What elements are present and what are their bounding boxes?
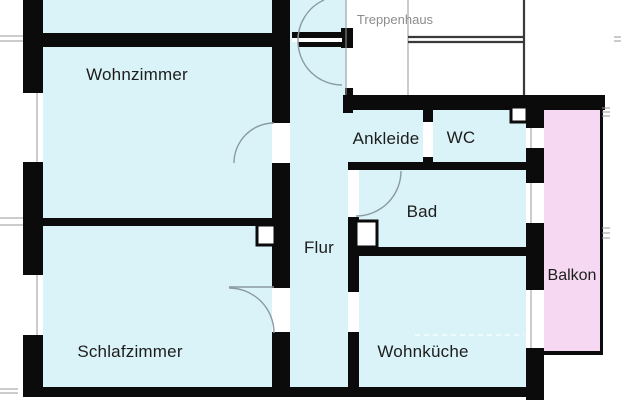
wall-segment <box>526 108 544 128</box>
bath-door-opening <box>348 170 359 217</box>
bedroom-door-opening <box>272 288 290 332</box>
balcony-border <box>544 110 603 355</box>
wall-segment <box>23 335 43 397</box>
wall-segment <box>526 223 544 290</box>
wall-segment <box>348 332 359 397</box>
wall-segment <box>526 348 544 400</box>
wc-door-opening <box>423 122 433 157</box>
wall-segment <box>526 148 544 183</box>
wall-segment <box>23 387 544 397</box>
stairwell-landing-lines <box>408 0 526 95</box>
duct-square <box>354 219 379 249</box>
wall-segment <box>345 95 605 110</box>
bedroom-door-swing <box>228 287 275 334</box>
label-balkon: Balkon <box>548 267 597 284</box>
window <box>526 183 544 223</box>
wall-segment <box>43 218 273 226</box>
stairwell-area <box>347 0 526 95</box>
edge-ticks <box>0 35 621 394</box>
entrance-post <box>341 28 353 48</box>
wall-segment <box>272 0 290 123</box>
window <box>526 290 544 348</box>
label-schlafzimmer: Schlafzimmer <box>77 342 183 361</box>
label-ankleide: Ankleide <box>353 129 420 148</box>
window <box>526 128 544 148</box>
window <box>23 275 43 335</box>
duct-square <box>255 223 277 247</box>
wall-segment <box>348 162 526 170</box>
balcony-border-right <box>600 110 603 353</box>
kitchen-door-opening <box>348 292 359 332</box>
wall-segment <box>23 162 43 275</box>
bath-door-swing <box>355 170 402 217</box>
windows <box>23 93 544 348</box>
wall-segment <box>423 110 433 122</box>
entrance-frame <box>298 42 342 47</box>
balcony-area <box>544 110 600 352</box>
entrance-frame <box>292 32 342 38</box>
wall-segment <box>356 247 526 256</box>
stairwell-thin-borders <box>345 0 409 95</box>
wall-segment <box>23 33 273 47</box>
label-treppenhaus: Treppenhaus <box>357 12 434 27</box>
window <box>23 93 43 162</box>
label-flur: Flur <box>304 238 334 257</box>
window-glass-lines <box>36 93 532 348</box>
label-wohnzimmer: Wohnzimmer <box>86 65 188 84</box>
wall-segment <box>345 88 353 98</box>
living-room-door-swing <box>233 122 275 164</box>
walls <box>23 0 605 400</box>
label-wohnkueche: Wohnküche <box>377 342 468 361</box>
door-openings <box>272 38 433 332</box>
living-room-door-opening <box>272 123 290 163</box>
label-wc: WC <box>447 128 476 147</box>
entrance-door-swing-up <box>297 0 325 42</box>
wall-segment <box>348 217 359 292</box>
wall-segment <box>343 95 353 113</box>
room-labels: Wohnzimmer Schlafzimmer Flur Bad Ankleid… <box>77 65 596 361</box>
door-swings <box>228 0 402 334</box>
duct-square <box>509 105 529 124</box>
entrance-door-swing-down <box>297 40 343 86</box>
balcony-border-bottom <box>544 351 603 355</box>
wall-segment <box>272 163 290 288</box>
wall-segment <box>272 332 290 397</box>
entrance-door-opening <box>292 38 342 42</box>
label-bad: Bad <box>407 202 438 221</box>
stairwell-lines <box>345 0 526 95</box>
ducts <box>255 105 529 249</box>
